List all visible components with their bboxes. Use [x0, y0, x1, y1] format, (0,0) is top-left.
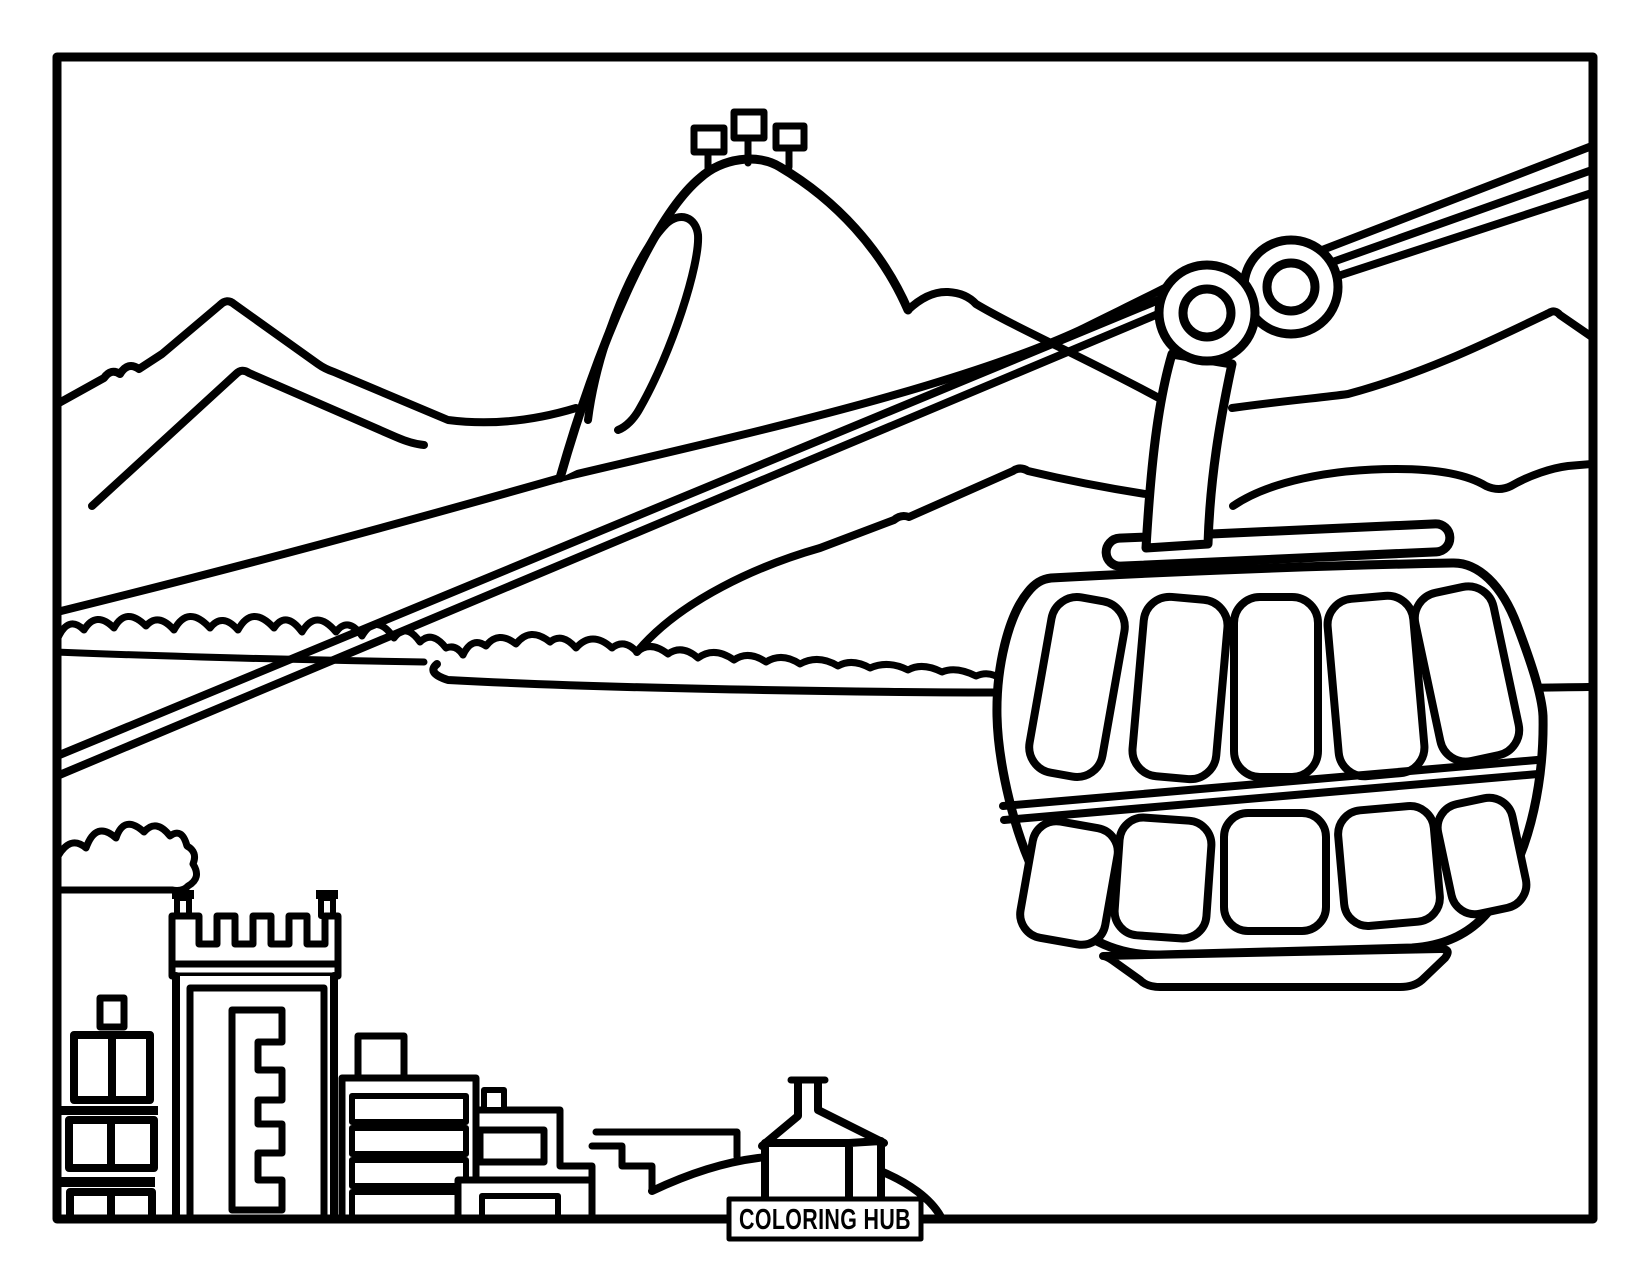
- window: [1410, 582, 1524, 766]
- inner-mountain-ridge: [88, 366, 428, 510]
- castle-battlements: [168, 912, 342, 968]
- striped-building: [338, 1032, 480, 1215]
- cable-wheel-left-hub: [1178, 284, 1236, 342]
- chimney: [481, 1087, 507, 1113]
- cable-right-1: [1313, 143, 1589, 256]
- window: [1220, 809, 1330, 935]
- gondola-windows-top: [1025, 582, 1524, 784]
- castle-post-cap: [316, 890, 338, 899]
- rooftop-block: [354, 1032, 408, 1082]
- window-stripe: [349, 1093, 469, 1125]
- chimney-window: [96, 994, 128, 1031]
- house-roof: [758, 1078, 888, 1150]
- gondola-skid: [1099, 945, 1452, 991]
- low-building: [454, 1176, 596, 1215]
- wavy-ridge: [633, 464, 1156, 656]
- window: [1016, 817, 1122, 949]
- cable-right-2: [1323, 166, 1589, 268]
- window: [1025, 593, 1129, 781]
- cable-left-upper: [61, 288, 1182, 759]
- far-roof-bar: [592, 1128, 741, 1161]
- cable-right-3: [1331, 189, 1589, 281]
- window-stripe: [349, 1189, 469, 1215]
- cable-car-gondola: [992, 235, 1548, 991]
- gondola-band-lower: [1000, 770, 1542, 824]
- window-stripe: [349, 1125, 469, 1157]
- gondola-band-upper: [999, 756, 1541, 810]
- window-stripe: [349, 1157, 469, 1189]
- border-building: [61, 994, 158, 1215]
- building-band: [61, 1106, 158, 1115]
- castle-band: [168, 960, 342, 980]
- antenna-icon: [690, 124, 728, 156]
- window: [1230, 593, 1322, 781]
- window: [1110, 813, 1216, 943]
- window: [1334, 802, 1444, 930]
- cable-left-lower: [61, 305, 1174, 779]
- background-mountain-ridge: [61, 297, 580, 427]
- hump-ridge-right: [1228, 307, 1589, 412]
- cable-lines: [61, 143, 1589, 779]
- window: [479, 1193, 561, 1215]
- dome-highlight-oval: [584, 213, 703, 434]
- roof-rail: [1101, 519, 1455, 571]
- tree-line-left-base: [61, 648, 428, 666]
- building-band: [61, 1177, 155, 1187]
- tree-line-left: [61, 613, 467, 659]
- label-box: COLORING HUB: [726, 1196, 924, 1242]
- window: [1128, 592, 1232, 784]
- castle-post-cap: [172, 890, 194, 899]
- hump-ridge-left: [904, 287, 1172, 407]
- window: [1433, 793, 1531, 919]
- window: [476, 1126, 548, 1166]
- cable-wheel-left: [1154, 260, 1260, 366]
- steps: [588, 1142, 656, 1195]
- gondola-windows-bottom: [1016, 793, 1531, 949]
- antenna-towers: [690, 108, 808, 175]
- cloud: [61, 820, 201, 894]
- tree-line-middle: [459, 631, 1006, 684]
- scene: [61, 108, 1589, 1215]
- cable-wheel-right-hub: [1262, 258, 1320, 316]
- antenna-icon: [730, 108, 768, 142]
- castle-tower: [168, 890, 342, 1215]
- castle-comb-window: [228, 1006, 286, 1214]
- brand-label: COLORING HUB: [739, 1204, 911, 1236]
- rounded-hill: [1229, 460, 1589, 510]
- stepped-building: [472, 1087, 596, 1215]
